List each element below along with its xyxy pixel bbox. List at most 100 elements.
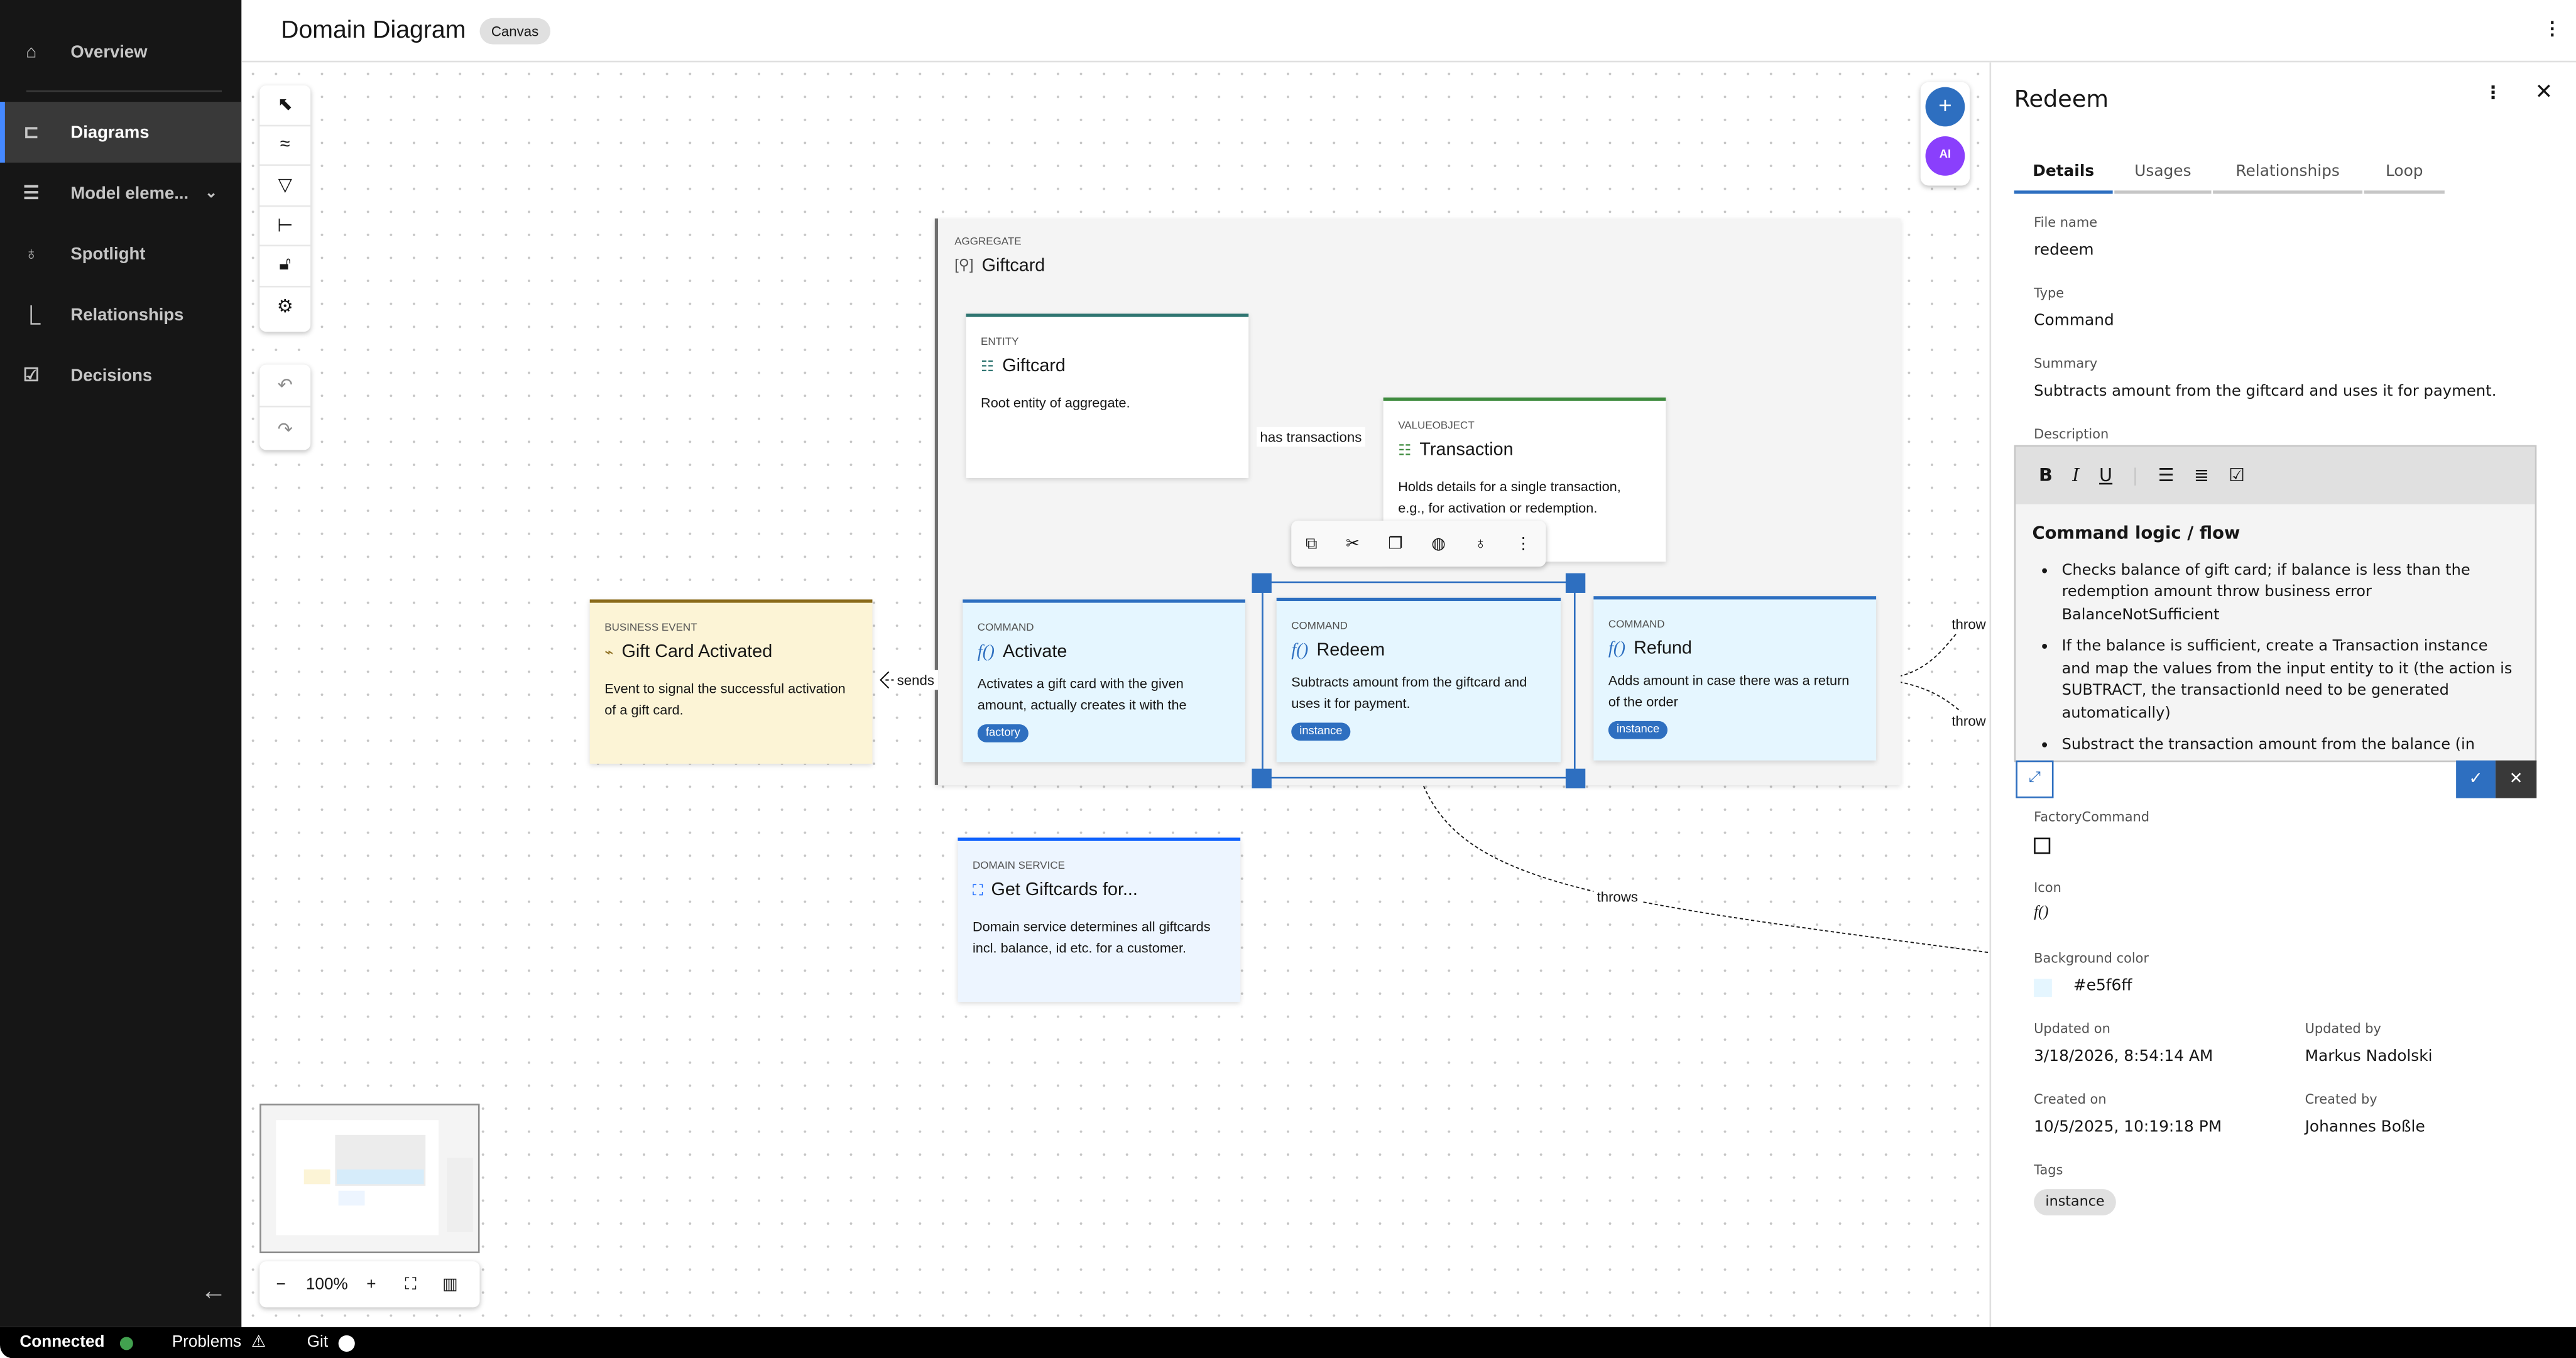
header: Domain Diagram Canvas ⋮ [241,0,2576,63]
add-element-button[interactable]: + [1925,87,1965,127]
more-options-icon[interactable]: ⋮ [2484,82,2502,104]
node-command-activate[interactable]: COMMAND f()Activate Activates a gift car… [963,599,1246,763]
editor-content: Command logic / flow Checks balance of g… [2016,504,2535,761]
aggregate-icon: [⚲] [954,256,974,273]
node-business-event[interactable]: BUSINESS EVENT ⌁Gift Card Activated Even… [589,599,873,764]
edge-throws [1419,774,1990,953]
problems-button[interactable]: Problems [172,1334,242,1352]
zoom-in-button[interactable]: + [366,1275,376,1294]
color-swatch[interactable] [2034,979,2052,997]
sidebar-item-spotlight[interactable]: ♁Spotlight [0,224,241,285]
select-tool-icon[interactable]: ⬉ [259,85,311,126]
collapse-sidebar-arrow-icon[interactable]: ← [200,1278,227,1306]
copy-icon[interactable]: ⧉ [1305,535,1318,553]
hierarchy-icon[interactable]: ⊢ [259,206,311,247]
git-button[interactable]: Git [307,1334,329,1352]
duplicate-icon[interactable]: ❐ [1388,535,1403,553]
more-options-icon[interactable]: ⋮ [2543,19,2562,40]
node-command-redeem[interactable]: COMMAND f()Redeem Subtracts amount from … [1276,597,1561,763]
arrowhead-icon [880,671,890,689]
connected-dot-icon [119,1336,133,1350]
selection-toolbar: ⧉ ✂ ❐ ◍ ♁ ⋮ [1291,520,1546,567]
divider [26,90,222,92]
history-toolbar: ↶ ↷ [259,364,311,450]
service-icon: ⛶ [972,881,983,898]
selection-frame [1262,581,1576,779]
event-icon: ⌁ [604,643,614,660]
numbered-list-icon[interactable]: ≣ [2193,464,2209,486]
canvas-badge: Canvas [479,18,550,45]
filter-icon[interactable]: ▽ [259,166,311,207]
node-domain-service[interactable]: DOMAIN SERVICE ⛶Get Giftcards for... Dom… [958,837,1241,1002]
color-palette-icon[interactable]: ◍ [1431,535,1446,553]
edge-label: throw [1948,614,1989,634]
resize-handle[interactable] [1565,768,1586,789]
connect-tool-icon[interactable]: ≈ [259,126,311,166]
sidebar-item-relationships[interactable]: ⎿Relationships [0,284,241,345]
sidebar-item-overview[interactable]: ⌂Overview [0,21,241,82]
tab-usages[interactable]: Usages [2114,151,2212,194]
function-icon[interactable]: f() [2034,904,2049,921]
settings-gear-icon[interactable]: ⚙ [276,297,293,318]
undo-icon[interactable]: ↶ [259,364,311,408]
cut-icon[interactable]: ✂ [1346,535,1360,553]
edge-label: has transactions [1257,426,1365,447]
tab-details[interactable]: Details [2014,151,2113,194]
summary-value[interactable]: Subtracts amount from the giftcard and u… [2034,383,2497,401]
lightbulb-icon: ♁ [24,244,38,264]
sidebar: ⌂Overview ⊏Diagrams ☰Model eleme...⌄ ♁Sp… [0,0,242,1327]
tag-chip[interactable]: instance [2034,1189,2116,1215]
sidebar-item-model-elements[interactable]: ☰Model eleme...⌄ [0,163,241,224]
more-options-icon[interactable]: ⋮ [1515,535,1532,553]
unlock-icon[interactable]: 🔓︎ [259,246,311,287]
underline-icon[interactable]: U [2099,464,2113,486]
page-title: Domain Diagram [281,16,466,45]
confirm-button[interactable]: ✓ [2456,760,2496,798]
details-panel: Redeem ⋮ ✕ Details Usages Relationships … [1989,62,2576,1327]
function-icon: f() [977,642,995,662]
cancel-button[interactable]: ✕ [2495,760,2537,798]
background-color-value[interactable]: #e5f6ff [2073,977,2132,996]
node-entity-giftcard[interactable]: ENTITY ☷Giftcard Root entity of aggregat… [966,313,1249,478]
panel-title: Redeem [2014,87,2109,114]
resize-handle[interactable] [1565,573,1586,593]
bold-icon[interactable]: B [2038,464,2053,486]
italic-icon[interactable]: I [2072,464,2080,486]
editor-toolbar: B I U | ☰ ≣ ☑ [2016,447,2535,504]
bulleted-list-icon[interactable]: ☰ [2158,464,2175,486]
github-icon [337,1334,354,1351]
type-value: Command [2034,312,2114,330]
tag-badge: factory [977,724,1029,742]
zoom-out-button[interactable]: − [276,1275,286,1294]
add-toolbar: + AI [1920,82,1970,186]
canvas-toolbar: ⬉ ≈ ▽ ⊢ 🔓︎ ⚙ [259,85,311,332]
resize-handle[interactable] [1252,768,1272,789]
file-name-value[interactable]: redeem [2034,241,2094,260]
tag-badge: instance [1608,720,1668,739]
node-command-refund[interactable]: COMMAND f()Refund Adds amount in case th… [1593,596,1877,761]
function-icon: f() [1291,640,1309,661]
fit-view-icon[interactable]: ⛶ [405,1275,417,1294]
sidebar-item-decisions[interactable]: ☑Decisions [0,345,241,406]
edge-label: throws [1593,886,1642,907]
tab-relationships[interactable]: Relationships [2213,151,2363,194]
chevron-down-icon: ⌄ [205,183,218,201]
expand-editor-button[interactable]: ⤢ [2016,760,2054,798]
map-icon[interactable]: ▥ [442,1275,458,1294]
factory-command-checkbox[interactable] [2034,837,2051,854]
diagram-canvas[interactable]: ⬉ ≈ ▽ ⊢ 🔓︎ ⚙ ↶ ↷ + AI AGGREGATE [⚲]Giftc… [241,62,1990,1327]
tab-loop[interactable]: Loop [2364,151,2445,194]
checklist-icon[interactable]: ☑ [2229,464,2246,486]
close-icon[interactable]: ✕ [2535,80,2553,106]
sidebar-item-diagrams[interactable]: ⊏Diagrams [0,102,242,163]
lightbulb-icon[interactable]: ♁ [1474,535,1487,553]
edge-label: throw [1948,711,1989,731]
resize-handle[interactable] [1252,573,1272,593]
node-kind: AGGREGATE [954,236,1022,248]
redo-icon[interactable]: ↷ [277,420,293,440]
minimap[interactable] [259,1104,480,1254]
ai-assistant-icon[interactable]: AI [1925,136,1965,176]
zoom-controls: − 100% + ⛶ ▥ [259,1261,480,1308]
description-editor[interactable]: B I U | ☰ ≣ ☑ Command logic / flow Check… [2014,445,2537,763]
zoom-level: 100% [305,1275,348,1294]
